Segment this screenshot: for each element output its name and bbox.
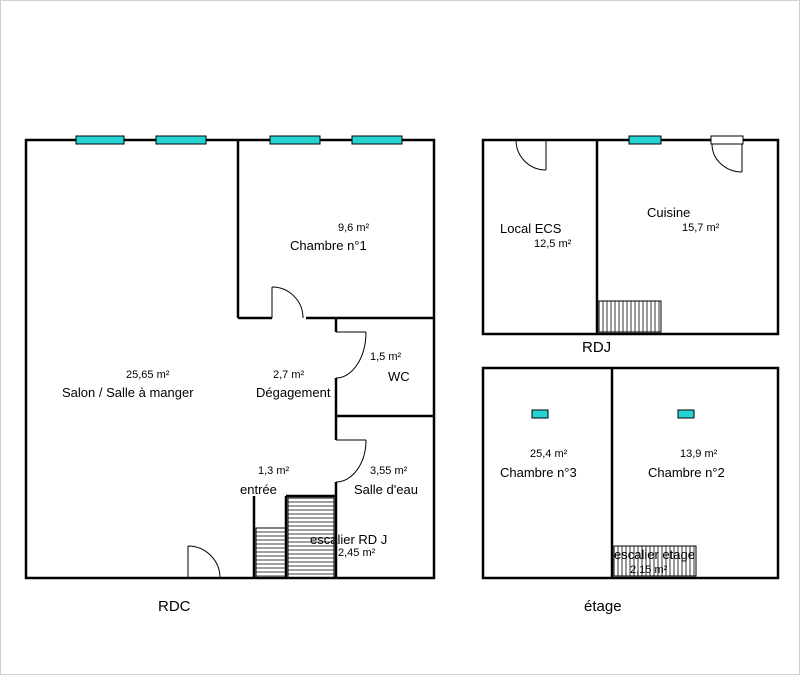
entree-label: entrée bbox=[240, 482, 277, 497]
chambre3-area: 25,4 m² bbox=[530, 448, 568, 460]
plan-etage: 25,4 m² Chambre n°3 13,9 m² Chambre n°2 … bbox=[481, 366, 780, 615]
escalier-etage-area: 2,15 m² bbox=[630, 564, 668, 576]
salon-label: Salon / Salle à manger bbox=[62, 385, 194, 400]
window-cuisine bbox=[628, 135, 662, 145]
window-rdc-1 bbox=[75, 135, 125, 145]
salon-area: 25,65 m² bbox=[126, 369, 170, 381]
escalier-rdj-area: 2,45 m² bbox=[338, 547, 376, 559]
rdj-outer-wall bbox=[481, 138, 780, 336]
escalier-rdj-label: escalier RD J bbox=[310, 532, 387, 547]
chambre1-label: Chambre n°1 bbox=[290, 238, 367, 253]
cuisine-area: 15,7 m² bbox=[682, 222, 720, 234]
local-ecs-label: Local ECS bbox=[500, 221, 562, 236]
degagement-area: 2,7 m² bbox=[273, 369, 305, 381]
rdc-outer-wall bbox=[24, 138, 436, 580]
wc-area: 1,5 m² bbox=[370, 351, 402, 363]
etage-title: étage bbox=[584, 598, 622, 615]
entree-area: 1,3 m² bbox=[258, 465, 290, 477]
plan-rdc: 25,65 m² Salon / Salle à manger 9,6 m² C… bbox=[24, 135, 436, 615]
cuisine-label: Cuisine bbox=[647, 205, 690, 220]
door-wc bbox=[335, 331, 367, 379]
window-cuisine-door bbox=[710, 135, 744, 145]
chambre3-label: Chambre n°3 bbox=[500, 465, 577, 480]
door-chambre1 bbox=[271, 286, 304, 319]
stairs-rdj bbox=[287, 497, 335, 579]
stairs-etage bbox=[613, 545, 697, 577]
window-chambre3 bbox=[531, 409, 549, 419]
chambre2-area: 13,9 m² bbox=[680, 448, 718, 460]
chambre1-area: 9,6 m² bbox=[338, 222, 370, 234]
window-rdc-2 bbox=[155, 135, 207, 145]
escalier-etage-label: escalier etage bbox=[614, 547, 695, 562]
door-local-ecs bbox=[515, 139, 547, 171]
salle-eau-label: Salle d'eau bbox=[354, 482, 418, 497]
degagement-label: Dégagement bbox=[256, 385, 331, 400]
rdc-title: RDC bbox=[158, 598, 191, 615]
etage-outer-wall bbox=[481, 366, 780, 580]
wc-label: WC bbox=[388, 369, 410, 384]
local-ecs-area: 12,5 m² bbox=[534, 238, 572, 250]
door-entree bbox=[187, 545, 221, 579]
plan-rdj: Local ECS 12,5 m² Cuisine 15,7 m² RDJ bbox=[481, 135, 780, 356]
stairs-cuisine bbox=[598, 300, 662, 333]
window-chambre2 bbox=[677, 409, 695, 419]
rdj-title: RDJ bbox=[582, 339, 611, 356]
salle-eau-area: 3,55 m² bbox=[370, 465, 408, 477]
stairs-entree bbox=[255, 527, 287, 579]
door-cuisine bbox=[711, 143, 743, 173]
window-rdc-3 bbox=[269, 135, 321, 145]
window-rdc-4 bbox=[351, 135, 403, 145]
door-salle-eau bbox=[335, 439, 367, 483]
chambre2-label: Chambre n°2 bbox=[648, 465, 725, 480]
